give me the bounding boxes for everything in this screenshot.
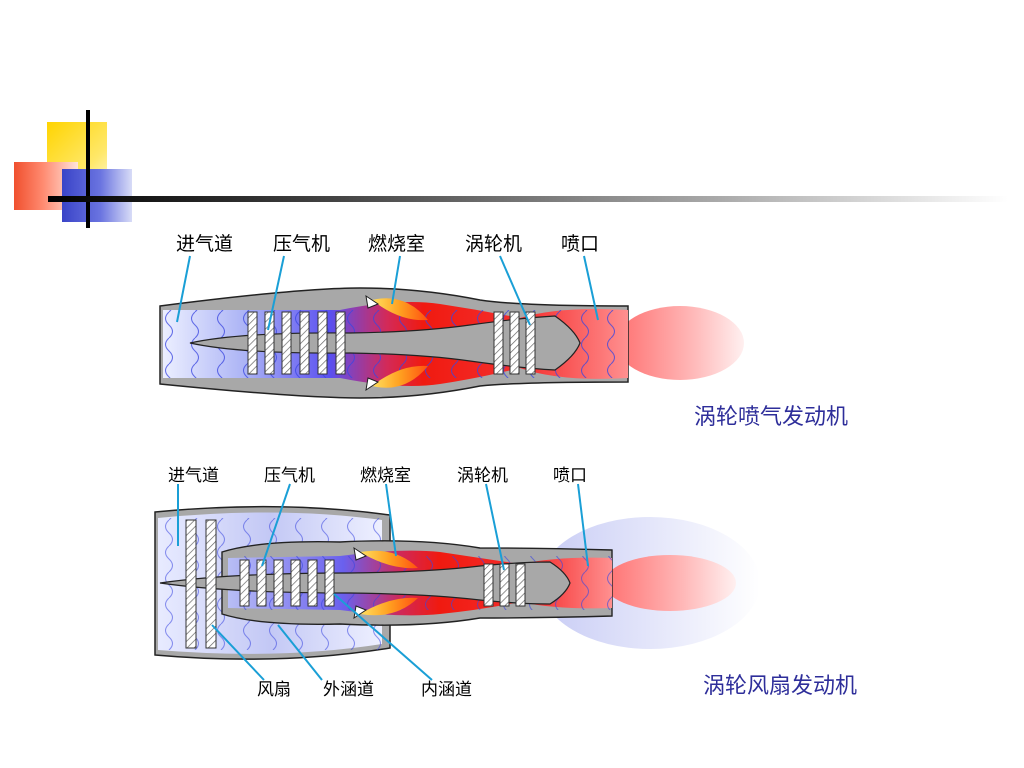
turbofan-compressor-blades xyxy=(239,559,335,607)
turbojet-label-nozzle: 喷口 xyxy=(561,233,599,255)
turbofan-injector-upper xyxy=(353,546,368,561)
turbofan-fan-blades xyxy=(185,519,217,649)
turbojet-compressor-blades xyxy=(247,311,346,375)
turbojet-label-combustor: 燃烧室 xyxy=(368,233,425,255)
turbojet-flame-upper xyxy=(372,298,428,321)
turbofan-label-core: 内涵道 xyxy=(421,680,472,700)
turbojet-leader-lines xyxy=(176,255,599,331)
turbofan-label-fan: 风扇 xyxy=(257,680,291,700)
turbofan-central-shaft xyxy=(159,561,571,605)
turbojet-injector-lower xyxy=(365,377,380,392)
turbojet-label-inlet: 进气道 xyxy=(176,233,233,255)
turbojet-injector-upper xyxy=(365,294,380,309)
turbofan-turbine-blades xyxy=(483,563,526,607)
turbofan-label-inlet: 进气道 xyxy=(168,466,219,486)
decor-vertical-line xyxy=(86,110,90,228)
turbojet-diagram: 进气道 压气机 燃烧室 涡轮机 喷口 涡轮喷气发动机 xyxy=(159,233,848,430)
turbojet-label-compressor: 压气机 xyxy=(273,233,330,255)
turbofan-flame-upper xyxy=(360,550,418,569)
turbofan-label-nozzle: 喷口 xyxy=(553,466,587,486)
turbofan-caption: 涡轮风扇发动机 xyxy=(703,674,857,699)
turbofan-core-plume xyxy=(604,555,736,611)
turbofan-leader-lines xyxy=(177,483,589,681)
turbojet-caption: 涡轮喷气发动机 xyxy=(694,405,848,430)
turbojet-label-turbine: 涡轮机 xyxy=(465,233,522,255)
turbofan-label-combustor: 燃烧室 xyxy=(360,466,411,486)
turbojet-exhaust-plume xyxy=(616,306,744,380)
turbofan-label-bypass: 外涵道 xyxy=(323,680,374,700)
turbojet-central-shaft xyxy=(189,315,581,371)
turbojet-turbine-blades xyxy=(493,311,536,375)
turbofan-diagram: 进气道 压气机 燃烧室 涡轮机 喷口 风扇 外涵道 内涵道 涡轮风扇发动机 xyxy=(154,466,857,700)
turbofan-label-turbine: 涡轮机 xyxy=(457,466,508,486)
decor-blue-square xyxy=(62,169,132,222)
turbojet-flame-lower xyxy=(372,365,428,388)
decor-horizontal-rule xyxy=(48,196,1008,202)
turbofan-label-compressor: 压气机 xyxy=(264,466,315,486)
turbofan-flame-lower xyxy=(360,597,418,616)
